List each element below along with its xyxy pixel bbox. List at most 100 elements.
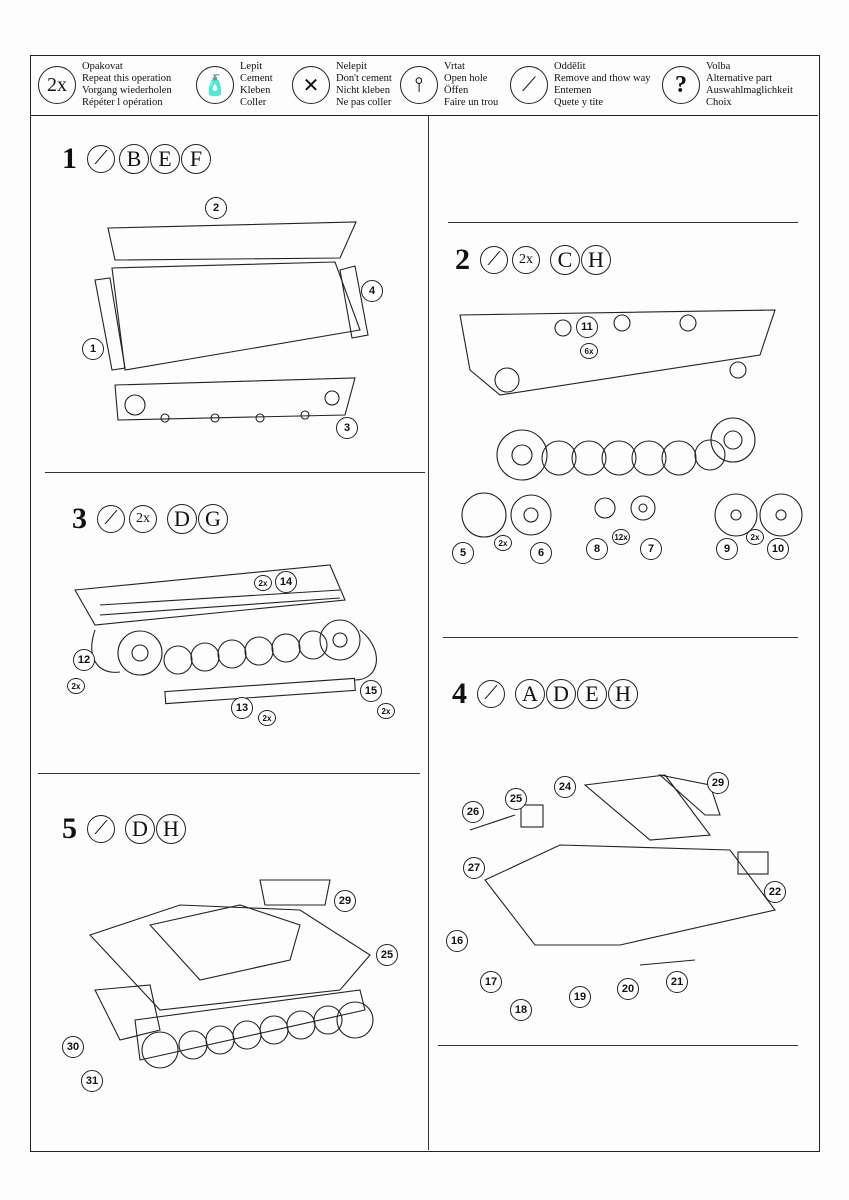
question-icon: ?: [662, 66, 700, 104]
step-number: 3: [72, 502, 87, 535]
quantity-badge: 2x: [258, 710, 276, 726]
quantity-badge: 12x: [612, 529, 630, 545]
legend-text: Nicht kleben: [336, 85, 390, 96]
part-callout: 25: [505, 788, 527, 810]
step2-hull-drawing: [459, 309, 803, 538]
cement-icon: ⟋: [87, 815, 115, 843]
cement-icon: ⟋: [480, 246, 508, 274]
part-callout: 6: [530, 542, 552, 564]
legend-text: Opakovat: [82, 61, 123, 72]
legend-text: Öffen: [444, 85, 469, 96]
sprue-letter: E: [577, 679, 607, 709]
part-callout: 12: [73, 649, 95, 671]
part-callout: 11: [576, 316, 598, 338]
no-cement-icon: ✕: [292, 66, 330, 104]
divider: [448, 222, 798, 224]
legend-text: Don't cement: [336, 73, 392, 84]
part-callout: 31: [81, 1070, 103, 1092]
part-callout: 5: [452, 542, 474, 564]
sprue-letter: H: [608, 679, 638, 709]
step1-hull-drawing: [94, 221, 369, 423]
part-callout: 20: [617, 978, 639, 1000]
legend-text: Choix: [706, 97, 732, 108]
divider: [38, 773, 420, 775]
legend-text: Nelepit: [336, 61, 367, 72]
legend-text: Oddělit: [554, 61, 586, 72]
sprue-letter: H: [156, 814, 186, 844]
part-callout: 24: [554, 776, 576, 798]
legend-text: Open hole: [444, 73, 488, 84]
quantity-badge: 2x: [494, 535, 512, 551]
page-frame: [30, 55, 820, 1152]
part-callout: 2: [205, 197, 227, 219]
part-callout: 30: [62, 1036, 84, 1058]
drill-icon: ⫯: [400, 66, 438, 104]
step3-hull-drawing: [74, 564, 377, 705]
repeat-2x-icon: 2x: [38, 66, 76, 104]
part-callout: 3: [336, 417, 358, 439]
legend-text: Remove and thow way: [554, 73, 651, 84]
column-divider: [428, 115, 430, 1150]
legend-text: Faire un trou: [444, 97, 499, 108]
sprue-letter: F: [181, 144, 211, 174]
divider: [443, 637, 798, 639]
cement-icon: ⟋: [477, 680, 505, 708]
step-number: 1: [62, 142, 77, 175]
part-callout: 14: [275, 571, 297, 593]
legend-text: Repeat this operation: [82, 73, 172, 84]
part-callout: 26: [462, 801, 484, 823]
repeat-badge: 2x: [512, 246, 540, 274]
legend-text: Ne pas coller: [336, 97, 392, 108]
part-callout: 10: [767, 538, 789, 560]
part-callout: 9: [716, 538, 738, 560]
sprue-letter: E: [150, 144, 180, 174]
part-callout: 27: [463, 857, 485, 879]
part-callout: 19: [569, 986, 591, 1008]
quantity-badge: 6x: [580, 343, 598, 359]
divider: [438, 1045, 798, 1047]
legend-text: Quete y tite: [554, 97, 603, 108]
part-callout: 17: [480, 971, 502, 993]
step5-vehicle-drawing: [89, 879, 374, 1069]
legend-text: Coller: [240, 97, 267, 108]
sprue-letter: H: [581, 245, 611, 275]
divider: [45, 472, 425, 474]
sprue-letter: D: [546, 679, 576, 709]
part-callout: 7: [640, 538, 662, 560]
legend-text: Entemen: [554, 85, 592, 96]
step-number: 2: [455, 243, 470, 276]
part-callout: 13: [231, 697, 253, 719]
cement-icon: ⟋: [87, 145, 115, 173]
legend-text: Auswahlmaglichkeit: [706, 85, 793, 96]
legend-text: Kleben: [240, 85, 271, 96]
cement-icon: ⟋: [97, 505, 125, 533]
sprue-letter: D: [125, 814, 155, 844]
step-number: 4: [452, 677, 467, 710]
step-5-header: 5 ⟋ D H: [62, 812, 186, 846]
quantity-badge: 2x: [377, 703, 395, 719]
repeat-badge: 2x: [129, 505, 157, 533]
part-callout: 18: [510, 999, 532, 1021]
part-callout: 25: [376, 944, 398, 966]
step-3-header: 3 ⟋ 2x D G: [72, 502, 228, 536]
quantity-badge: 2x: [67, 678, 85, 694]
legend-text: Répéter l opération: [82, 97, 163, 108]
step-4-header: 4 ⟋ A D E H: [452, 677, 638, 711]
part-callout: 1: [82, 338, 104, 360]
sprue-letter: A: [515, 679, 545, 709]
quantity-badge: 2x: [254, 575, 272, 591]
part-callout: 29: [334, 890, 356, 912]
legend-text: Cement: [240, 73, 273, 84]
legend-text: Vorgang wiederholen: [82, 85, 172, 96]
part-callout: 15: [360, 680, 382, 702]
part-callout: 22: [764, 881, 786, 903]
step-1-header: 1 ⟋ B E F: [62, 142, 211, 176]
